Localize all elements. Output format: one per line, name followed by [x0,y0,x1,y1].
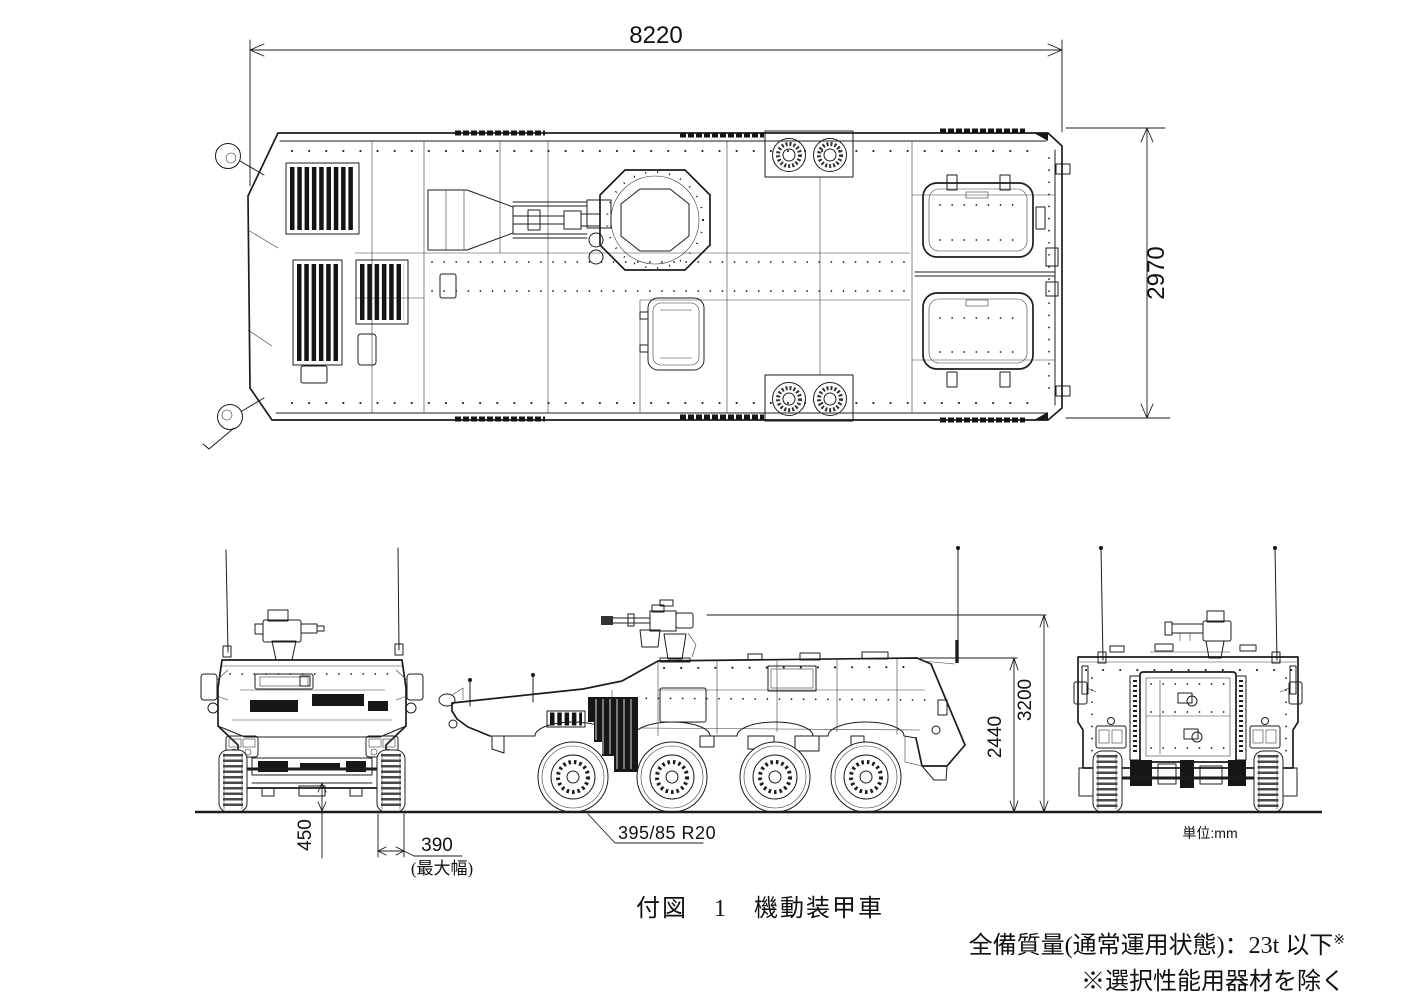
tire-size-callout: 395/85 R20 [587,813,716,844]
mass-note: 全備質量(通常運用状態)：23t 以下※ [969,925,1345,960]
dim-tire-width-note: (最大幅) [411,859,473,878]
dim-overall-height-label: 3200 [1015,679,1036,721]
unit-label: 単位:mm [1182,825,1237,841]
dim-ground-clearance-label: 450 [295,819,316,851]
rear-view [1073,546,1303,813]
dim-hull-height-label: 2440 [985,716,1006,758]
dim-overall-width-label: 2970 [1143,246,1170,299]
side-wheels [537,741,902,813]
dim-ground-clearance: 450 [295,782,327,859]
dim-heights: 2440 3200 [985,614,1049,813]
tire-size-label: 395/85 R20 [618,823,716,843]
side-view [438,546,1047,813]
dim-tire-width-label: 390 [421,835,453,856]
exclusion-note: ※選択性能用器材を除く [1081,969,1345,995]
dim-overall-length: 8220 [249,22,1063,187]
front-view [200,547,424,813]
mass-note-marker: ※ [1333,933,1345,948]
top-view [202,128,1071,450]
dim-overall-width: 2970 [1065,127,1171,419]
dim-tire-width: 390 (最大幅) [377,813,473,878]
dim-overall-length-label: 8220 [629,22,682,49]
figure-caption: 付図 1 機動装甲車 [636,896,884,922]
mass-note-text: 全備質量(通常運用状態)：23t 以下 [968,933,1334,959]
